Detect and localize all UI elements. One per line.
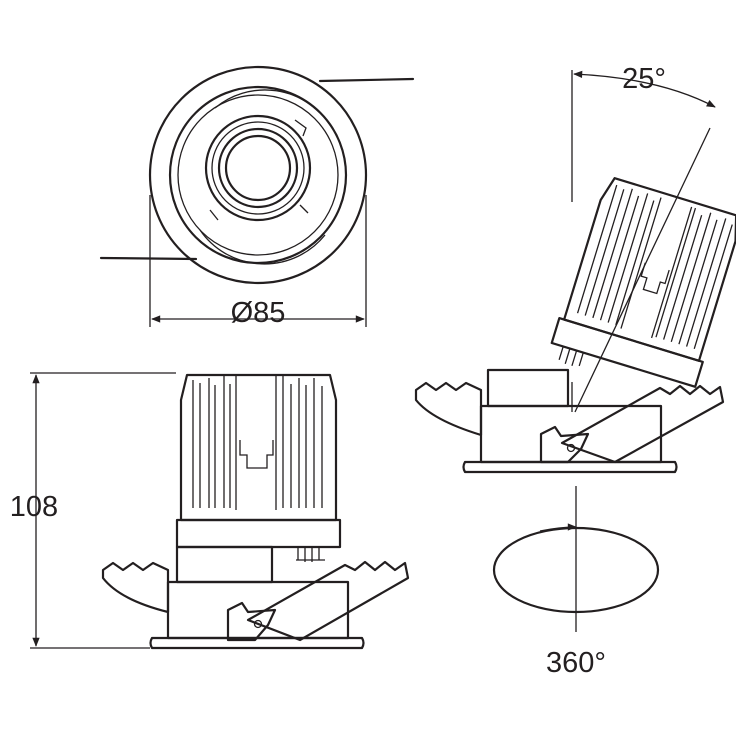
tilt-spring-lever: [539, 425, 590, 464]
lens-housing-outer: [204, 114, 312, 222]
tilt-view: 25° 360°: [414, 63, 736, 679]
spring-clip-left: [99, 256, 198, 261]
housing-tab-left: [209, 209, 219, 221]
spring-clip-right: [318, 77, 415, 83]
tilted-fins-right: [655, 207, 733, 350]
heatsink-fins-right: [282, 376, 323, 508]
heatsink-fins-left: [192, 376, 231, 508]
spring-left-side: [101, 561, 170, 614]
heatsink-center-slot: [235, 376, 277, 510]
outer-trim-ring: [148, 65, 368, 285]
tilted-center-slot: [620, 197, 693, 339]
tilted-module: [550, 177, 736, 388]
top-view: Ø85: [99, 65, 415, 329]
lever-pivot: [253, 619, 263, 629]
driver-band: [175, 518, 342, 549]
tilt-spring-left: [414, 381, 483, 437]
gimbal-housing: [166, 580, 350, 640]
gimbal-arc-top: [214, 89, 331, 126]
tilt-trim-flange: [462, 460, 678, 474]
side-view: 108: [10, 372, 410, 650]
tilted-connector-pins: [558, 346, 584, 367]
tilt-angle-arc: [573, 70, 716, 108]
heatsink-body: [179, 373, 338, 522]
gimbal-arc-bottom: [199, 229, 326, 265]
bezel-ring: [177, 94, 339, 256]
tilted-axis-line: [574, 127, 711, 413]
tilted-fins-left: [576, 184, 655, 326]
lens-center: [224, 134, 292, 202]
diameter-label: Ø85: [231, 297, 286, 329]
tilt-gimbal-housing: [479, 404, 663, 464]
gimbal-upper-block: [175, 545, 274, 584]
lens-housing-ring: [211, 121, 305, 215]
trim-flange: [149, 636, 365, 650]
rotation-arrow: [539, 523, 577, 532]
inner-trim-ring: [168, 85, 348, 265]
rotation-label: 360°: [546, 647, 606, 679]
housing-tab-top: [294, 119, 307, 137]
lens-ring: [217, 127, 299, 209]
height-label: 108: [10, 491, 58, 523]
spring-right-side: [246, 560, 410, 642]
tilt-spring-right: [560, 384, 725, 464]
connector-pins: [296, 547, 325, 562]
tilt-lever-pivot: [566, 443, 576, 453]
tilted-driver-band: [550, 316, 704, 388]
housing-tab-right: [299, 204, 309, 214]
tilt-upper-block: [486, 368, 570, 408]
tilt-angle-label: 25°: [622, 63, 666, 95]
